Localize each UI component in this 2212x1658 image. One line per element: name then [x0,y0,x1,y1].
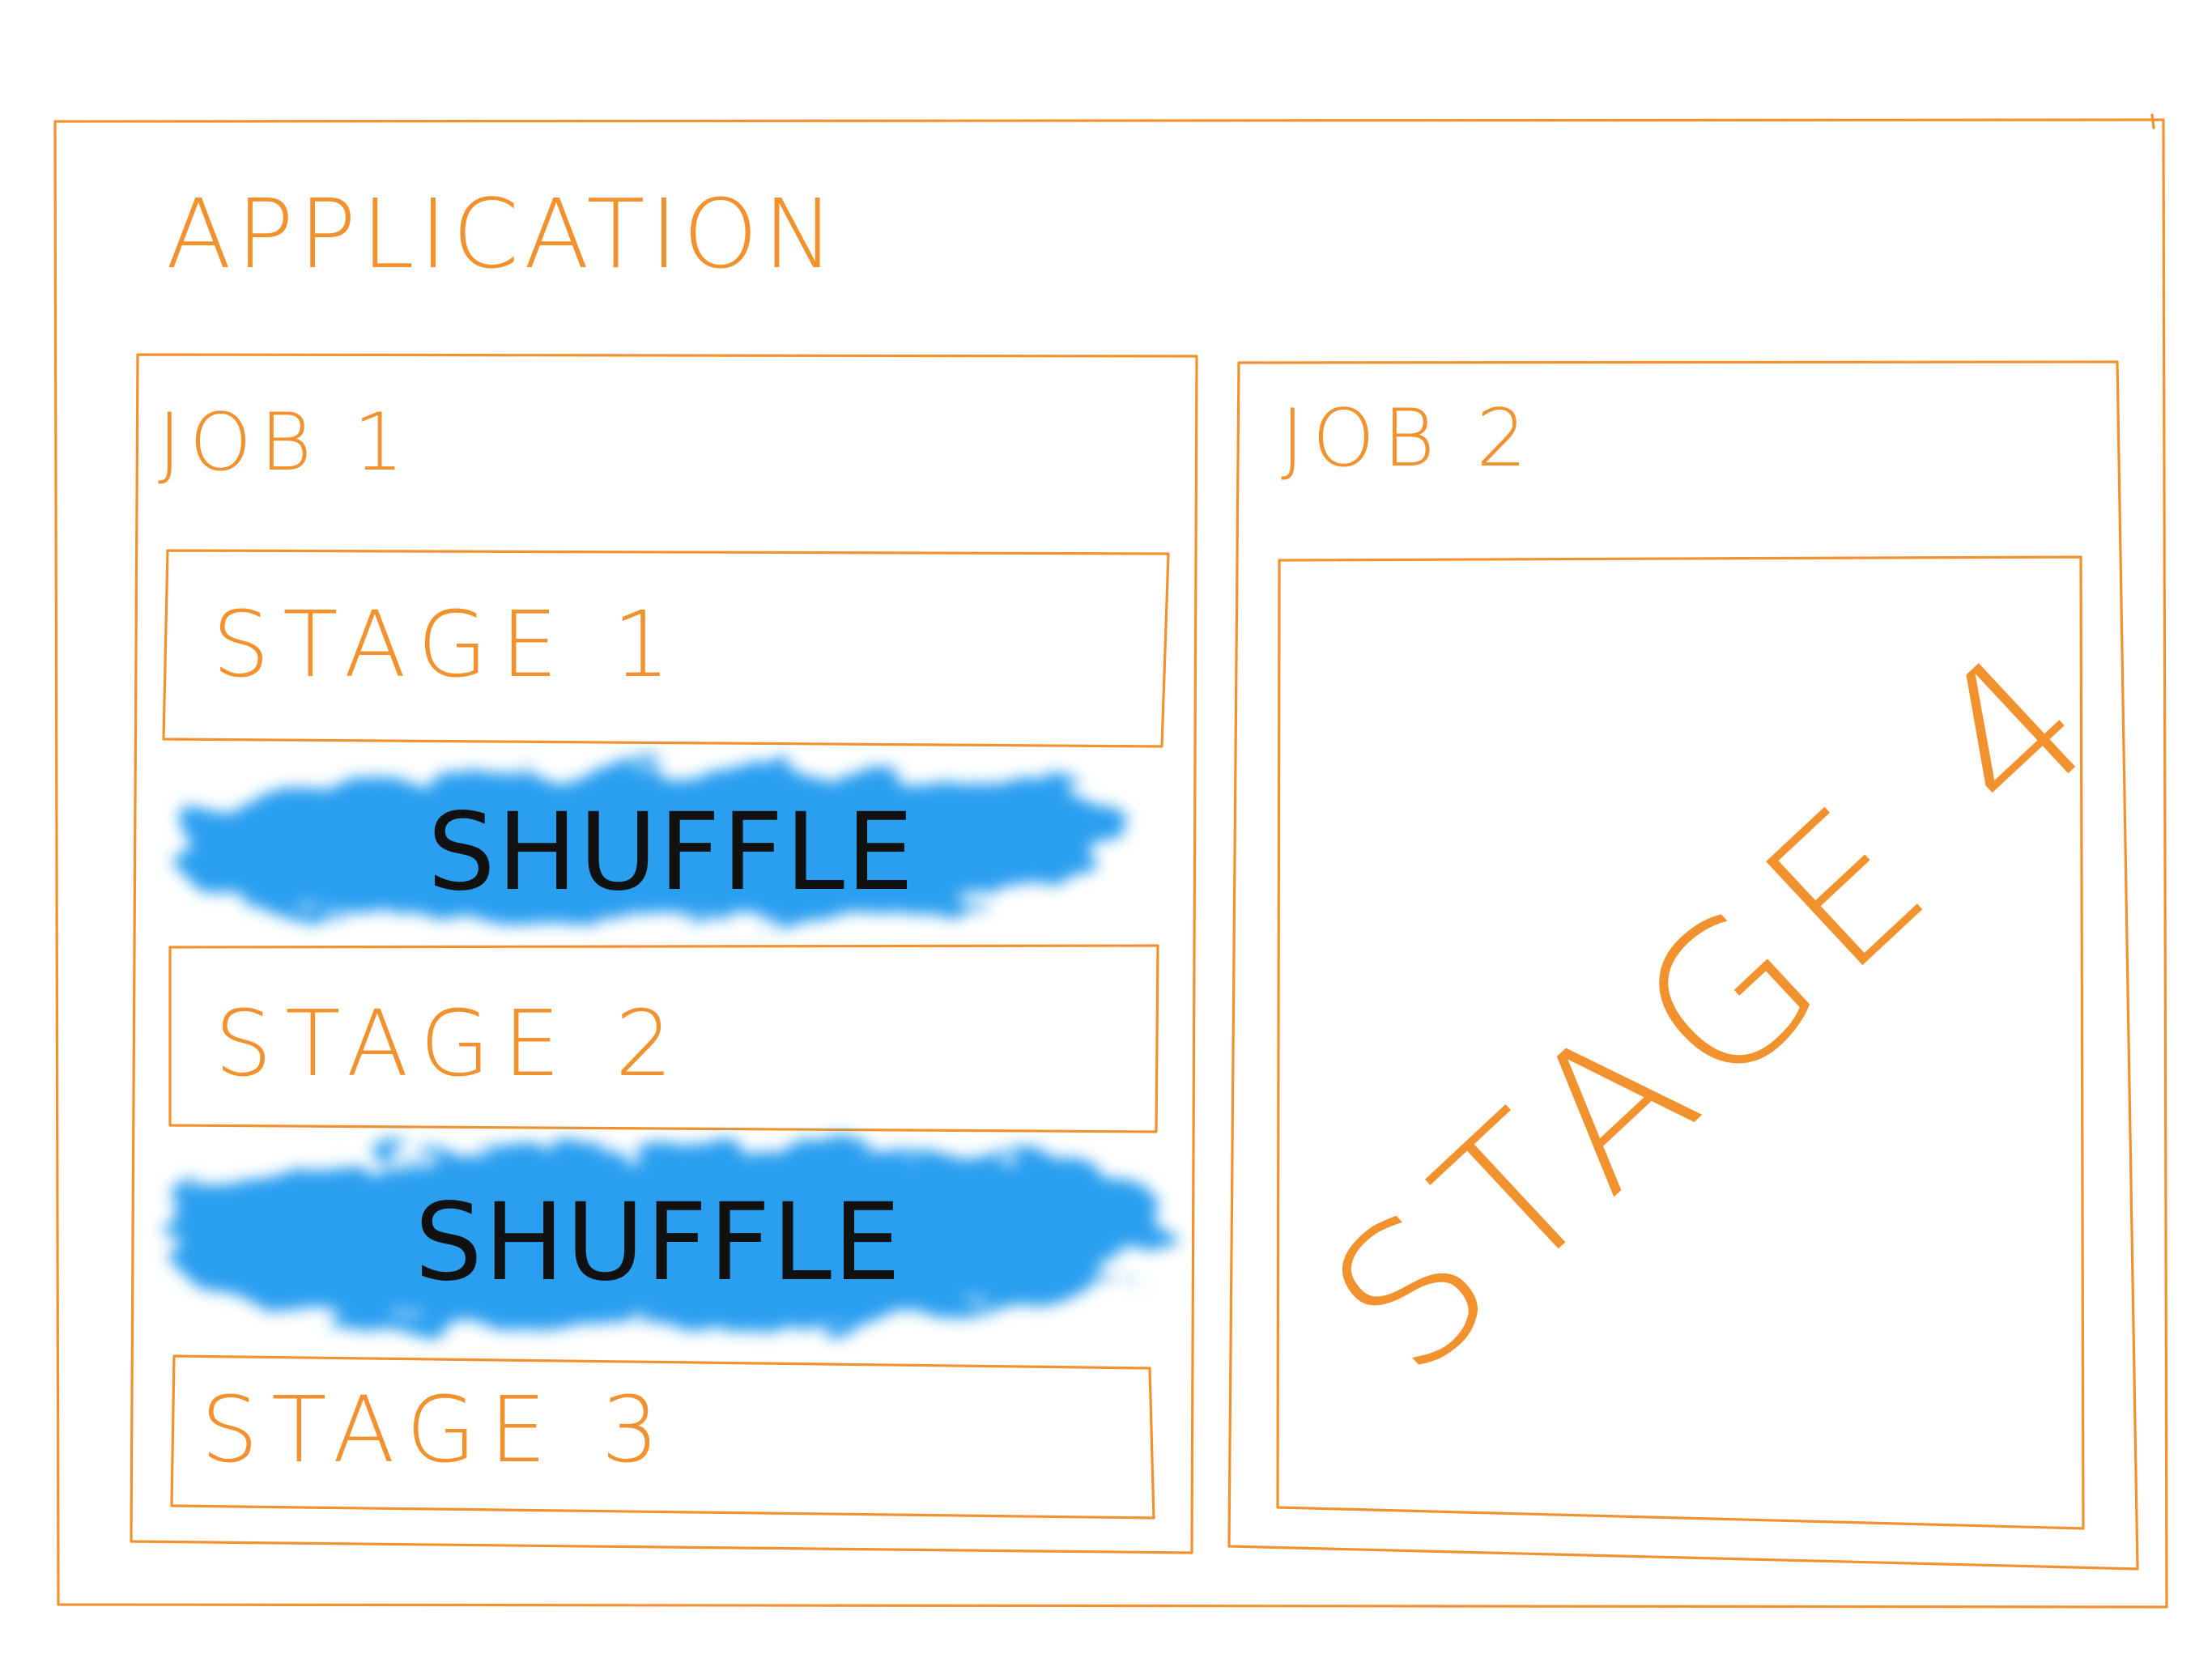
job2-label: JOB 2 [1281,393,1535,485]
shuffle2-brush [166,1146,1163,1329]
stage4-box: STAGE 4 [1276,555,2148,1530]
job1-label: JOB 1 [158,397,412,489]
shuffle1-label: SHUFFLE [428,790,915,915]
stage2-box: STAGE 2 [168,944,1159,1133]
shuffle2-label: SHUFFLE [415,1180,902,1305]
stage4-label: STAGE 4 [1290,596,2148,1418]
stage3-label: STAGE 3 [201,1378,672,1483]
shuffle1-brush [172,770,1126,920]
job2-frame: JOB 2 STAGE 4 [1227,360,2148,1571]
shuffle2-band: SHUFFLE [166,1146,1163,1329]
shuffle1-band: SHUFFLE [172,770,1126,920]
application-label: APPLICATION [166,178,840,290]
application-frame: APPLICATION [53,113,2168,1609]
stage1-label: STAGE 1 [212,593,683,698]
stage2-label: STAGE 2 [215,992,686,1097]
job1-frame: JOB 1 STAGE 1 SHUFFLE STAGE 2 SHUFFLE ST… [130,353,1198,1554]
stage3-box: STAGE 3 [170,1354,1155,1520]
stage1-box: STAGE 1 [162,549,1170,748]
